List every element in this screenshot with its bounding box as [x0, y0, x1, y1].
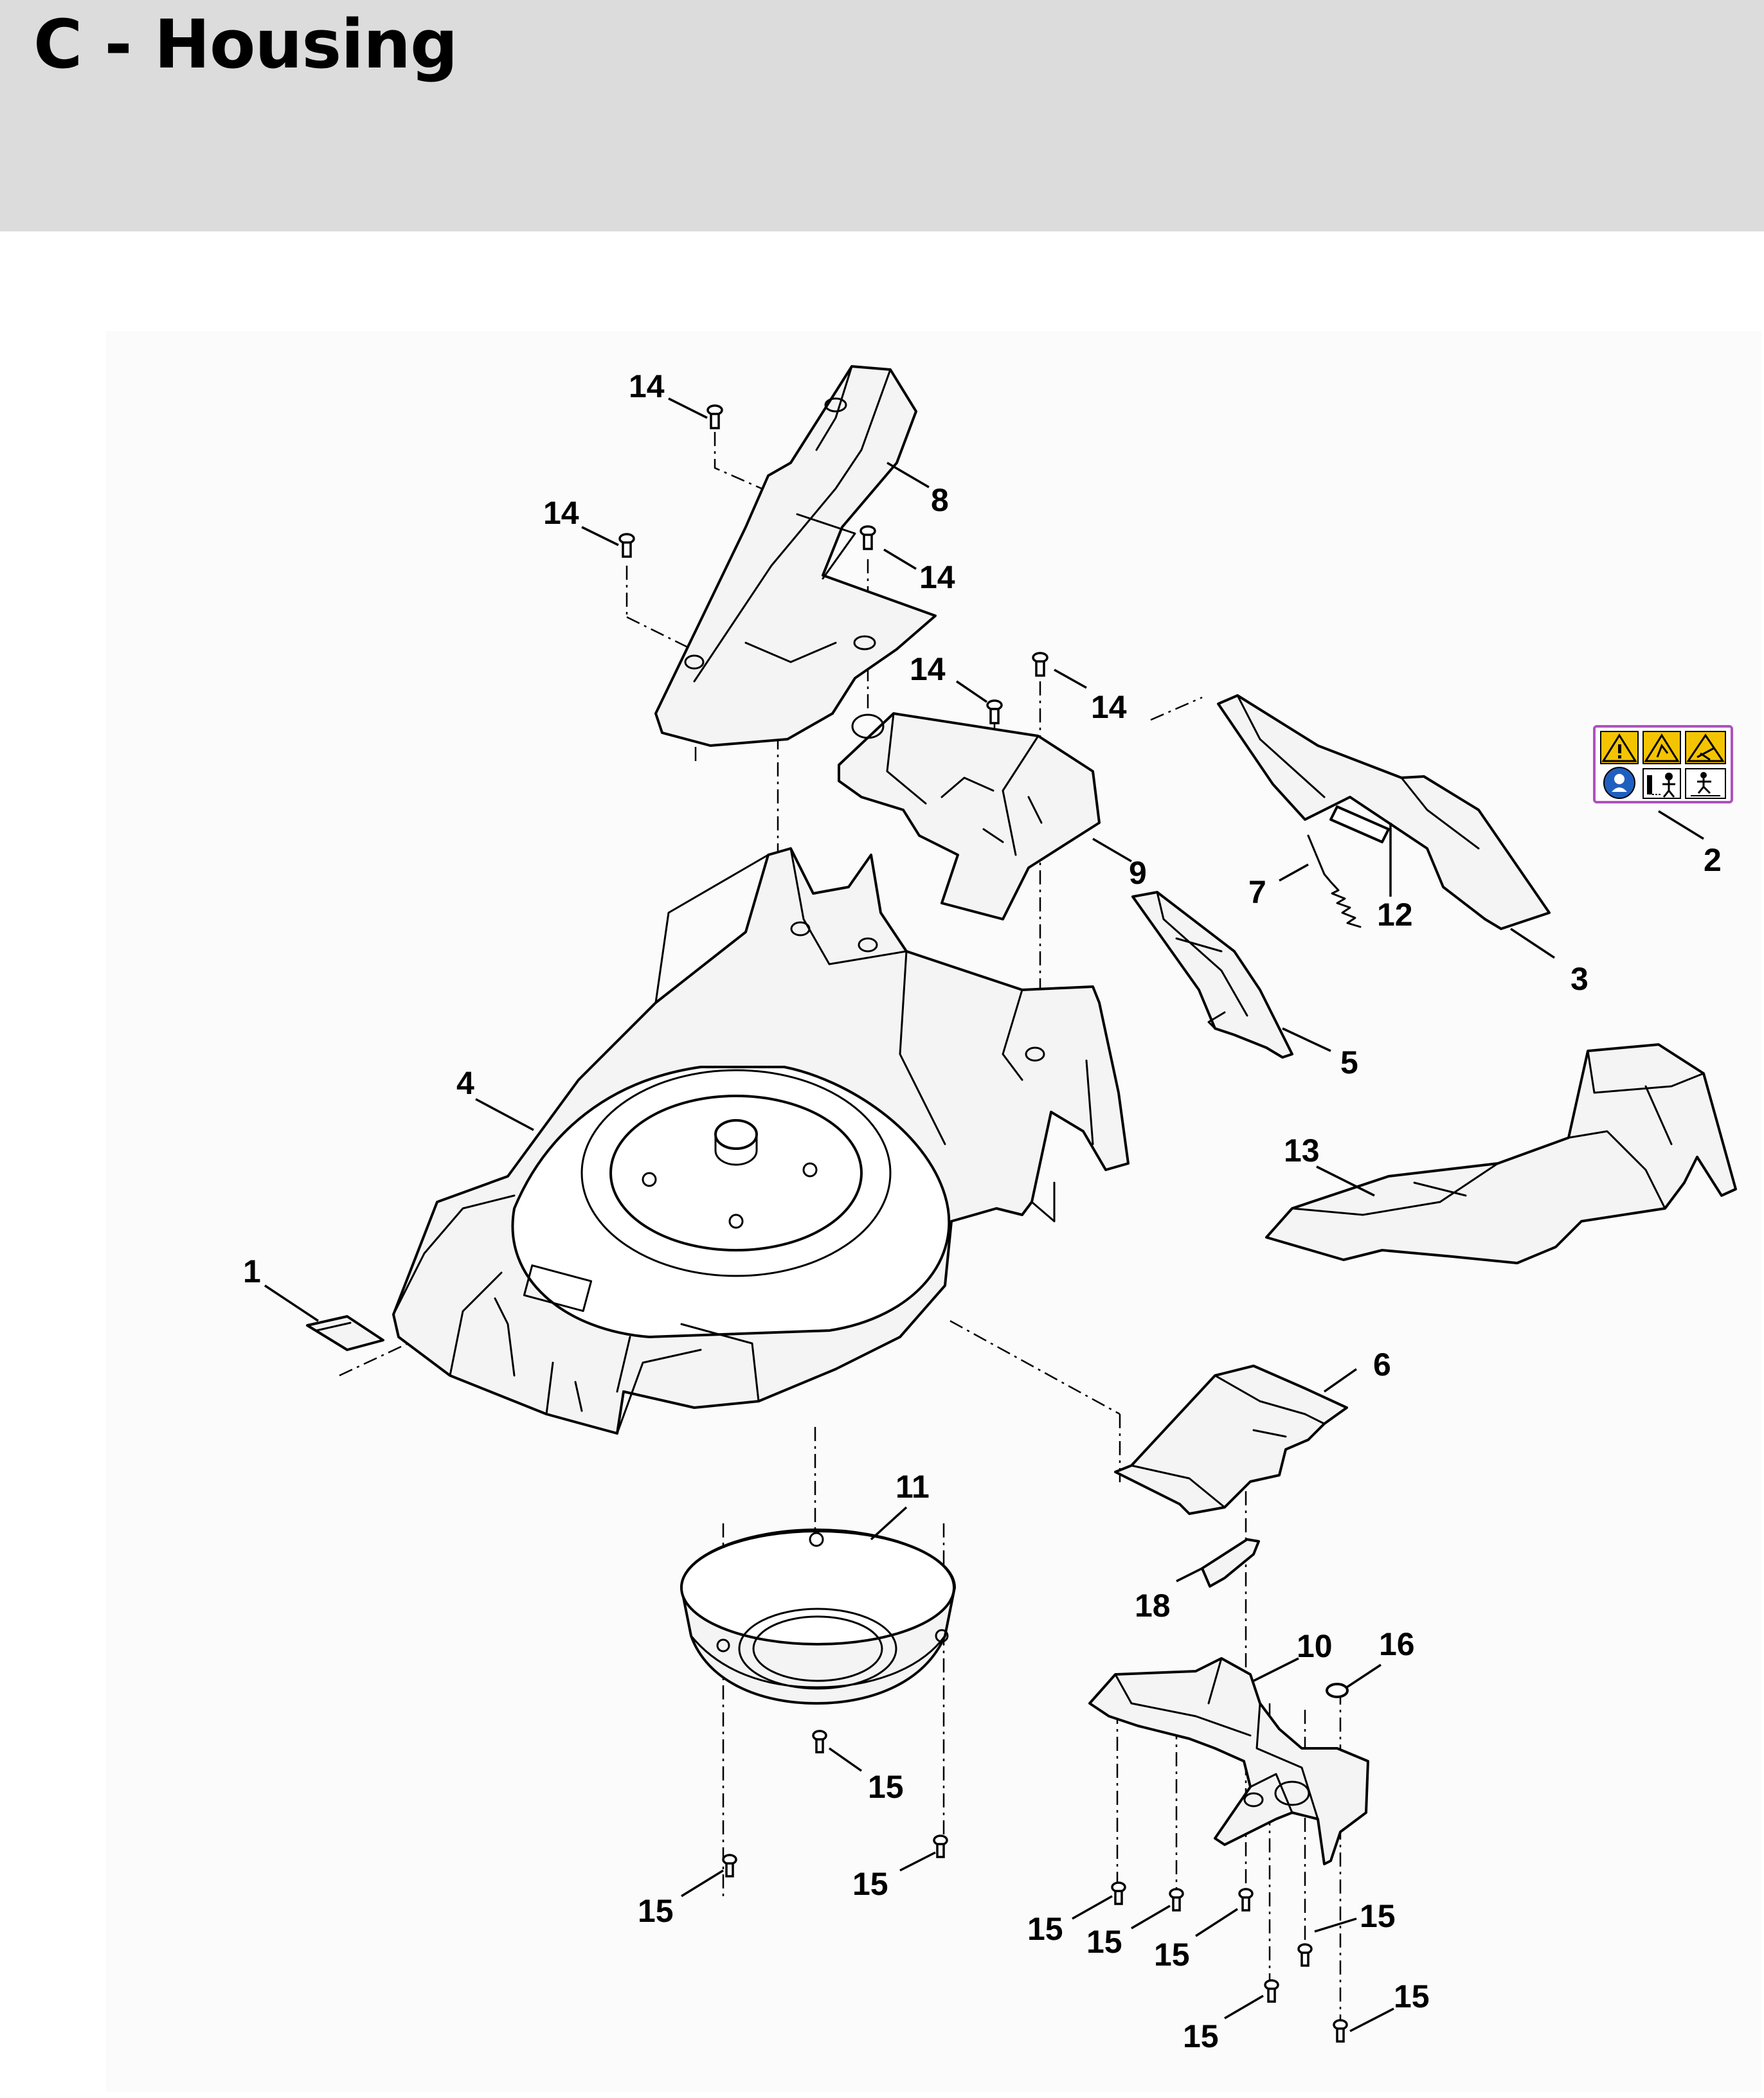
page-header: C - Housing: [0, 0, 1764, 231]
callout-13: 13: [1284, 1133, 1320, 1169]
callout-8: 8: [931, 482, 949, 518]
callout-14: 14: [629, 368, 665, 404]
screw-15: [1264, 1979, 1279, 2003]
callout-15: 15: [1154, 1937, 1190, 1973]
callout-15: 15: [1086, 1924, 1122, 1960]
callout-5: 5: [1340, 1045, 1358, 1080]
screw-15: [812, 1730, 827, 1753]
callout-15: 15: [1360, 1898, 1396, 1934]
page-title: C - Housing: [33, 5, 458, 84]
screw-14: [706, 404, 723, 429]
callout-18: 18: [1135, 1588, 1171, 1624]
part-7-spring: [1307, 834, 1362, 928]
part-18-clip: [1201, 1538, 1260, 1588]
screw-15: [722, 1854, 737, 1878]
part-11-blade-cup: [680, 1529, 956, 1705]
screw-15: [933, 1834, 948, 1858]
callout-12: 12: [1377, 897, 1413, 933]
callout-15: 15: [1183, 2018, 1219, 2054]
screw-15: [1297, 1943, 1313, 1967]
screw-14: [618, 533, 635, 558]
screw-15: [1238, 1888, 1254, 1912]
operator-pictogram-icon: [1643, 768, 1681, 799]
callout-1: 1: [243, 1253, 261, 1289]
part-8-handle-bracket: [654, 365, 937, 747]
screws: [618, 404, 1348, 2043]
screw-15: [1169, 1888, 1184, 1912]
callout-14: 14: [1091, 689, 1127, 725]
callout-9: 9: [1129, 855, 1147, 891]
part-3-rear-flap: [1217, 694, 1551, 930]
callout-15: 15: [638, 1893, 674, 1929]
part-1-label: [306, 1315, 384, 1351]
screw-15: [1111, 1881, 1126, 1905]
callout-14: 14: [543, 495, 579, 531]
callout-15: 15: [852, 1866, 888, 1902]
screw-15: [1333, 2019, 1348, 2043]
callout-7: 7: [1248, 874, 1266, 910]
callout-15: 15: [1394, 1978, 1430, 2014]
mandatory-blue-circle-icon: [1603, 767, 1635, 799]
part-16-washer: [1326, 1683, 1349, 1698]
callout-14: 14: [910, 651, 946, 687]
callout-labels: 14 14 14 14 14 8 9 7 12 3 2 5 4 13 1 6 1…: [243, 368, 1722, 2054]
part-12-pin: [1329, 805, 1390, 843]
screw-14: [986, 699, 1003, 724]
part-5-side-plate: [1131, 891, 1293, 1059]
leader-lines: [264, 397, 1704, 2032]
part-4-housing-deck: [392, 847, 1130, 1435]
part-9-rear-bracket: [838, 712, 1101, 920]
warning-triangle-icon: [1600, 731, 1639, 764]
callout-6: 6: [1373, 1347, 1391, 1383]
part-10-lower-bracket: [1088, 1657, 1369, 1865]
screw-14: [1032, 652, 1048, 677]
callout-16: 16: [1379, 1626, 1415, 1662]
operator-pictogram-icon: [1685, 768, 1726, 799]
callout-15: 15: [1027, 1911, 1063, 1947]
warning-triangle-icon: [1685, 731, 1726, 764]
screw-14: [860, 525, 876, 550]
part-6-deflector: [1114, 1365, 1348, 1515]
callout-2: 2: [1704, 842, 1722, 878]
callout-14: 14: [919, 559, 955, 595]
part-2-safety-decal: [1593, 725, 1733, 803]
callout-15: 15: [868, 1769, 904, 1805]
callout-11: 11: [896, 1469, 930, 1505]
warning-triangle-icon: [1643, 731, 1681, 764]
callout-10: 10: [1297, 1628, 1333, 1664]
callout-3: 3: [1571, 961, 1589, 997]
part-13-grass-chute: [1265, 1043, 1737, 1264]
callout-4: 4: [456, 1065, 474, 1101]
